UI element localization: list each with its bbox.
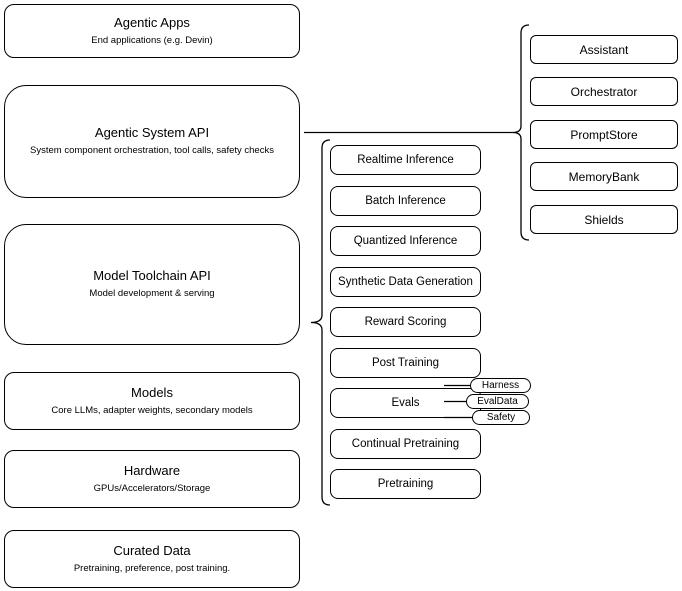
node-label: Post Training: [371, 357, 440, 369]
pill-safety: Safety: [472, 410, 530, 425]
node-subtitle: End applications (e.g. Devin): [91, 34, 213, 46]
node-quantized-inference: Quantized Inference: [330, 226, 481, 256]
node-continual-pretraining: Continual Pretraining: [330, 429, 481, 459]
node-pretraining: Pretraining: [330, 469, 481, 499]
node-subtitle: Pretraining, preference, post training.: [73, 562, 231, 574]
node-assistant: Assistant: [530, 35, 678, 64]
toolchain-brace: [310, 139, 331, 506]
node-title: Agentic System API: [94, 125, 210, 141]
node-title: Models: [131, 384, 173, 400]
node-label: Quantized Inference: [353, 235, 458, 247]
node-label: Reward Scoring: [364, 316, 447, 328]
node-orchestrator: Orchestrator: [530, 77, 678, 106]
node-label: Assistant: [579, 42, 629, 57]
node-label: Continual Pretraining: [351, 438, 460, 450]
node-title: Hardware: [123, 462, 181, 478]
node-shields: Shields: [530, 205, 678, 234]
node-memorybank: MemoryBank: [530, 162, 678, 191]
system-components-brace: [512, 24, 530, 241]
node-evals: Evals: [330, 388, 481, 418]
node-subtitle: Model development & serving: [89, 288, 215, 300]
node-label: Synthetic Data Generation: [338, 276, 473, 288]
node-title: Curated Data: [113, 542, 191, 558]
node-post-training: Post Training: [330, 348, 481, 378]
node-label: Realtime Inference: [357, 154, 454, 166]
node-label: Pretraining: [377, 478, 434, 490]
node-title: Agentic Apps: [114, 14, 190, 30]
node-synthetic-data-generation: Synthetic Data Generation: [330, 267, 481, 297]
pill-evaldata: EvalData: [466, 394, 529, 409]
node-curated-data: Curated Data Pretraining, preference, po…: [4, 530, 300, 588]
node-models: Models Core LLMs, adapter weights, secon…: [4, 372, 300, 430]
node-label: PromptStore: [570, 127, 638, 142]
node-model-toolchain-api: Model Toolchain API Model development & …: [4, 224, 300, 345]
pill-label: Harness: [481, 380, 520, 391]
node-realtime-inference: Realtime Inference: [330, 145, 481, 175]
node-hardware: Hardware GPUs/Accelerators/Storage: [4, 450, 300, 508]
node-reward-scoring: Reward Scoring: [330, 307, 481, 337]
pill-label: Safety: [486, 412, 516, 423]
pill-harness: Harness: [470, 378, 531, 393]
node-batch-inference: Batch Inference: [330, 186, 481, 216]
node-agentic-apps: Agentic Apps End applications (e.g. Devi…: [4, 4, 300, 58]
pill-label: EvalData: [477, 396, 518, 407]
node-title: Model Toolchain API: [93, 268, 211, 284]
node-label: Shields: [584, 212, 624, 227]
node-subtitle: System component orchestration, tool cal…: [30, 145, 274, 157]
node-agentic-system-api: Agentic System API System component orch…: [4, 85, 300, 198]
node-subtitle: Core LLMs, adapter weights, secondary mo…: [51, 404, 253, 416]
node-label: Evals: [391, 397, 420, 409]
node-label: MemoryBank: [568, 169, 640, 184]
node-subtitle: GPUs/Accelerators/Storage: [93, 482, 211, 494]
node-label: Batch Inference: [365, 195, 446, 207]
node-label: Orchestrator: [570, 84, 638, 99]
node-promptstore: PromptStore: [530, 120, 678, 149]
